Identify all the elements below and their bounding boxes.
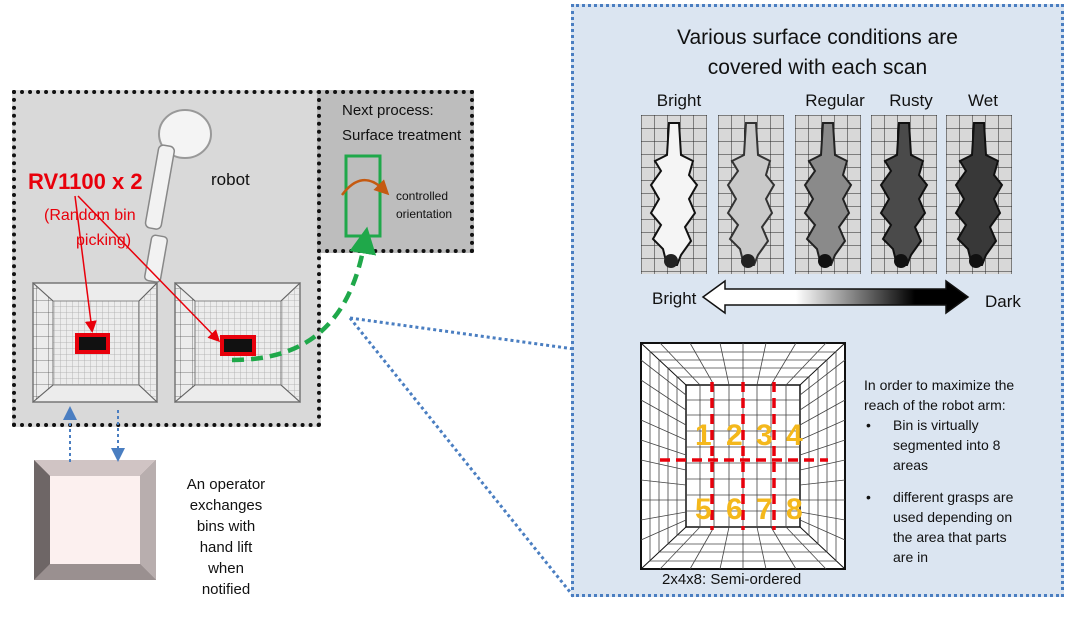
condition-label-wet: Wet bbox=[968, 91, 998, 110]
scan-thumbnail-rusty bbox=[871, 115, 937, 274]
robot-base bbox=[158, 109, 212, 159]
next-process-line2: Surface treatment bbox=[342, 127, 462, 144]
segment-6: 6 bbox=[726, 493, 743, 526]
robot-note-line2: picking) bbox=[76, 232, 132, 249]
reach-heading-line2: reach of the robot arm: bbox=[864, 397, 1006, 413]
bullet-line: the area that parts bbox=[893, 529, 1007, 545]
segment-8: 8 bbox=[786, 493, 803, 526]
bin-left bbox=[32, 281, 158, 404]
operator-note: An operator exchanges bins with hand lif… bbox=[171, 474, 281, 600]
segment-7: 7 bbox=[756, 493, 773, 526]
robot-model-label: RV1100 x 2 bbox=[28, 169, 143, 194]
callout-line-top bbox=[349, 316, 575, 351]
operator-line: when bbox=[208, 560, 244, 577]
operator-line: bins with bbox=[196, 518, 256, 535]
brightness-gradient-arrow bbox=[701, 279, 970, 315]
red-arrow-bin1 bbox=[74, 195, 97, 333]
bullet-marker: • bbox=[866, 417, 871, 433]
orientation-arrow bbox=[340, 179, 390, 196]
bullet-line: Bin is virtually bbox=[893, 417, 979, 433]
segment-2: 2 bbox=[726, 419, 743, 452]
bullet-grasps: different grasps are used depending on t… bbox=[893, 487, 1013, 567]
panel-title-line2: covered with each scan bbox=[707, 56, 928, 79]
bullet-marker: • bbox=[866, 489, 871, 505]
scan-thumbnail-bright-2 bbox=[718, 115, 784, 274]
operator-line: notified bbox=[201, 581, 251, 598]
scan-thumbnail-bright bbox=[641, 115, 707, 274]
next-process-line1: Next process: bbox=[342, 102, 434, 119]
scan-thumbnail-wet bbox=[946, 115, 1012, 274]
orientation-line2: orientation bbox=[396, 207, 453, 221]
condition-label-bright: Bright bbox=[656, 91, 702, 110]
red-arrow-bin2 bbox=[77, 195, 221, 343]
robot-note-line1: (Random bin bbox=[44, 207, 136, 224]
segment-1: 1 bbox=[695, 419, 712, 452]
gradient-label-dark: Dark bbox=[985, 292, 1021, 311]
operator-line: An operator bbox=[186, 476, 266, 493]
segmented-bin bbox=[640, 342, 846, 570]
next-process-panel bbox=[317, 90, 474, 253]
bullet-segmented: Bin is virtually segmented into 8 areas bbox=[893, 415, 1000, 475]
panel-title-line1: Various surface conditions are bbox=[677, 26, 958, 49]
condition-label-regular: Regular bbox=[805, 91, 865, 110]
bullet-line: areas bbox=[893, 457, 929, 473]
segment-5: 5 bbox=[695, 493, 712, 526]
scan-thumbnail-regular bbox=[795, 115, 861, 274]
segment-3: 3 bbox=[756, 419, 773, 452]
operator-line: hand lift bbox=[199, 539, 253, 556]
orientation-line1: controlled bbox=[396, 189, 449, 203]
treatment-slot bbox=[344, 154, 382, 238]
gradient-label-bright: Bright bbox=[652, 289, 697, 308]
operator-line: exchanges bbox=[189, 497, 263, 514]
robot-arm bbox=[144, 144, 176, 283]
scan-thumbnails bbox=[641, 115, 1012, 274]
bullet-line: different grasps are bbox=[893, 489, 1014, 505]
condition-label-rusty: Rusty bbox=[889, 91, 933, 110]
reach-explanation: In order to maximize the reach of the ro… bbox=[864, 375, 1014, 415]
green-transfer-path bbox=[231, 226, 377, 363]
segment-4: 4 bbox=[786, 419, 803, 452]
hand-lift-icon bbox=[34, 460, 156, 580]
reach-heading-line1: In order to maximize the bbox=[864, 377, 1015, 393]
bin-caption: 2x4x8: Semi-ordered bbox=[662, 571, 802, 588]
bin-right bbox=[174, 281, 301, 404]
bullet-line: used depending on bbox=[893, 509, 1013, 525]
bullet-line: are in bbox=[893, 549, 929, 565]
robot-label: robot bbox=[211, 170, 250, 189]
bullet-line: segmented into 8 bbox=[893, 437, 1001, 453]
